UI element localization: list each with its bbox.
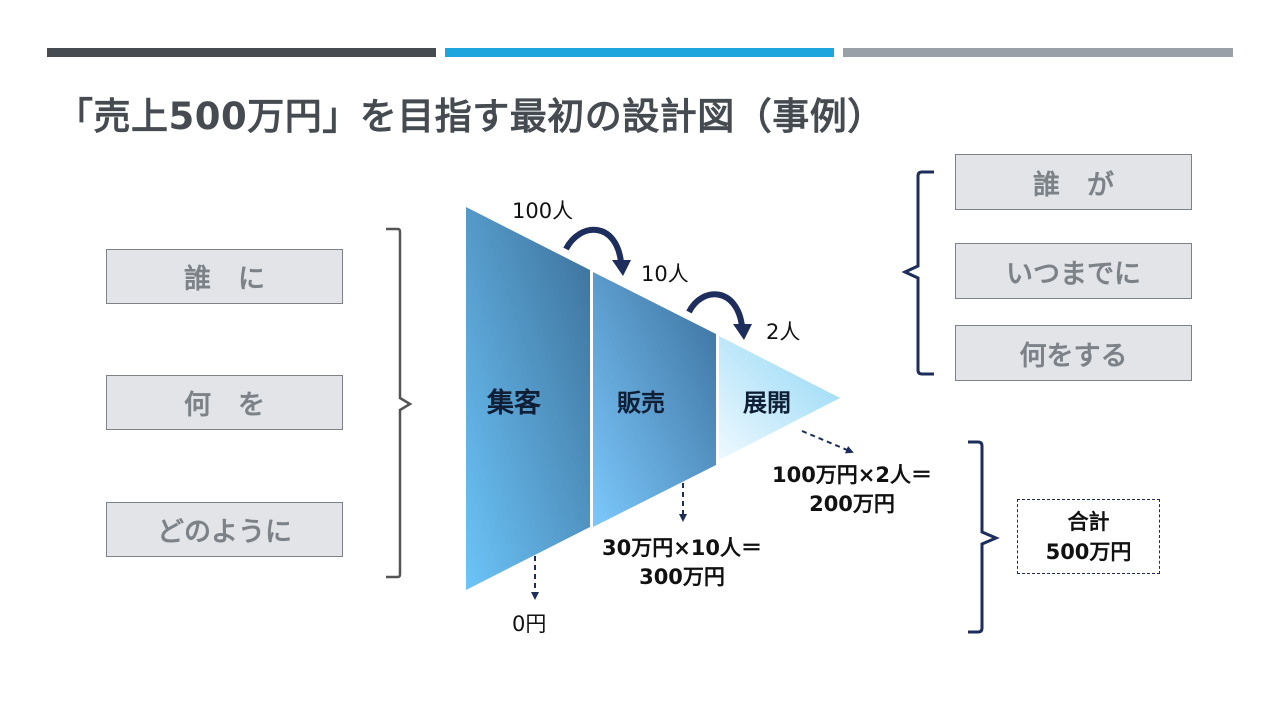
count-label-100: 100人 (512, 199, 574, 223)
curved-arrow-2-head (733, 324, 752, 340)
count-label-10: 10人 (641, 262, 689, 286)
total-label: 合計 (1067, 509, 1110, 534)
sales-result-line1: 30万円×10人＝ (601, 536, 763, 560)
page-title: 「売上500万円」を目指す最初の設計図（事例） (56, 95, 885, 138)
top-bar-dark (47, 48, 436, 57)
right-bottom-bracket (968, 440, 1000, 634)
right-box-who: 誰 が (955, 154, 1192, 210)
curved-arrow-2 (686, 291, 745, 327)
left-box-how: どのように (106, 502, 343, 557)
total-box: 合計 500万円 (1017, 499, 1160, 574)
stage-label-attract: 集客 (487, 388, 541, 419)
count-label-2: 2人 (766, 320, 801, 344)
dashed-arrow-expand (801, 430, 854, 454)
funnel-segment-attract (466, 207, 590, 590)
right-top-bracket (901, 170, 934, 376)
left-box-to-whom: 誰 に (106, 249, 343, 304)
left-bracket (386, 227, 413, 579)
result-zero-label: 0円 (512, 612, 547, 636)
funnel-segment-sell (593, 272, 716, 527)
top-bar-gray (843, 48, 1233, 57)
right-box-by-when: いつまでに (955, 243, 1192, 299)
sales-result-line2: 300万円 (639, 565, 725, 589)
stage-label-sell: 販売 (617, 389, 665, 417)
sales-result: 30万円×10人＝ 300万円 (582, 534, 782, 592)
expand-result-line2: 200万円 (809, 492, 895, 516)
stage-label-expand: 展開 (743, 389, 791, 417)
top-bar-blue (445, 48, 834, 57)
left-box-what: 何 を (106, 375, 343, 430)
expand-result-line1: 100万円×2人＝ (771, 463, 933, 487)
total-value: 500万円 (1045, 539, 1132, 564)
curved-arrow-1 (563, 226, 624, 263)
curved-arrow-1-head (612, 260, 631, 276)
funnel-segment-expand (719, 336, 840, 460)
right-box-do-what: 何をする (955, 325, 1192, 381)
expand-result: 100万円×2人＝ 200万円 (752, 461, 952, 519)
